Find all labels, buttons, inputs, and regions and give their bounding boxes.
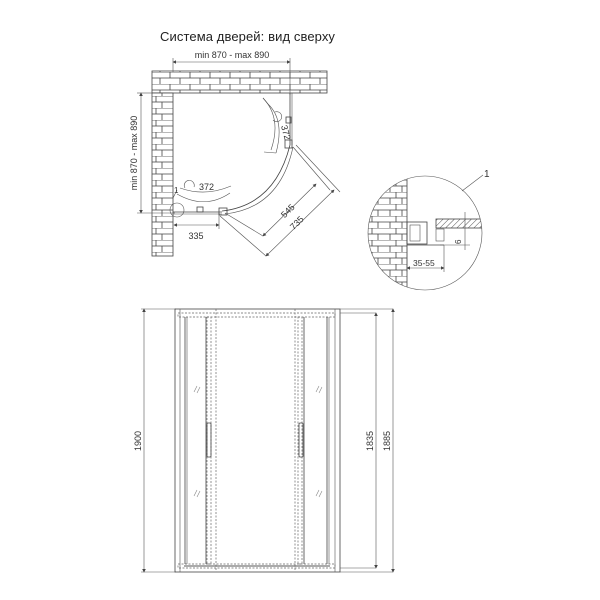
detail-view: 1 35-55 6 xyxy=(367,169,490,291)
offset-dimension-label: 335 xyxy=(188,231,203,241)
detail-marker-circle xyxy=(169,202,185,218)
profile-adjust-label: 35-55 xyxy=(413,258,435,268)
inner-diagonal-label: 545 xyxy=(279,202,297,220)
depth-dimension-label: min 870 - max 890 xyxy=(129,116,139,191)
detail-circle xyxy=(367,175,483,291)
left-door-handle xyxy=(206,422,212,458)
right-door-handle xyxy=(298,422,304,458)
front-view: 1900 183 xyxy=(133,308,395,573)
door-swing-left-label: 372 xyxy=(199,182,214,192)
top-view: min 870 - max 890 min 870 - max 890 372 … xyxy=(129,50,341,257)
door-height-label: 1835 xyxy=(365,431,375,451)
width-dimension-label: min 870 - max 890 xyxy=(195,50,270,60)
left-wall xyxy=(151,92,174,257)
detail-marker-label: 1 xyxy=(174,186,179,195)
detail-callout-label: 1 xyxy=(484,169,490,180)
glass-reflection-marks xyxy=(193,385,323,498)
outer-diagonal-label: 735 xyxy=(288,214,306,232)
drawing-title: Система дверей: вид сверху xyxy=(160,29,336,44)
panel-height-label: 1885 xyxy=(382,431,392,451)
door-swing-right-label: 372 xyxy=(279,124,293,141)
total-height-label: 1900 xyxy=(133,431,143,451)
glass-thickness-label: 6 xyxy=(454,239,463,244)
top-wall xyxy=(151,70,328,94)
